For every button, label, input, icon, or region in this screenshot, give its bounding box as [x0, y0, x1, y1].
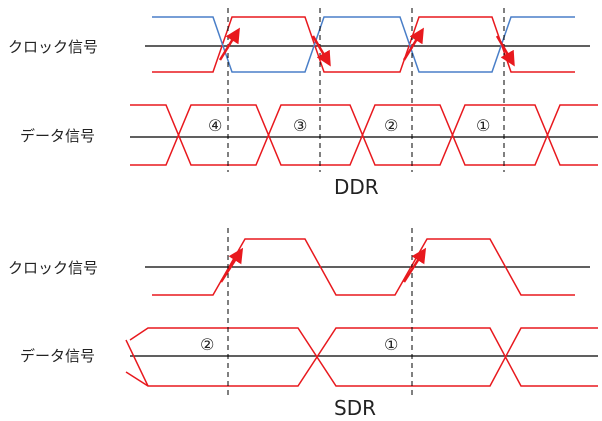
ddr-data-wave-b	[130, 104, 598, 166]
sdr-section: クロック信号 データ信号 ② ① SDR	[8, 228, 598, 420]
ddr-section: クロック信号 データ信号 ④ ③ ② ① DDR	[8, 8, 598, 199]
sdr-data-wave-b	[125, 327, 598, 387]
ddr-data-number-3: ②	[384, 116, 398, 135]
sdr-title: SDR	[334, 396, 376, 420]
sdr-data-number-2: ①	[384, 335, 398, 354]
sdr-data-label: データ信号	[20, 347, 95, 365]
sdr-rising-arrow-2	[402, 247, 427, 283]
ddr-data-number-4: ①	[476, 116, 490, 135]
ddr-clock-label: クロック信号	[8, 38, 98, 56]
ddr-rising-arrow-2	[402, 27, 424, 61]
sdr-data-number-1: ②	[200, 335, 214, 354]
ddr-rising-arrow-1	[218, 27, 240, 61]
ddr-data-number-2: ③	[293, 116, 307, 135]
ddr-falling-arrow-2	[495, 35, 515, 67]
sdr-clock-label: クロック信号	[8, 259, 98, 277]
ddr-data-label: データ信号	[20, 127, 95, 145]
ddr-falling-arrow-1	[311, 35, 331, 67]
ddr-data-wave-a	[130, 104, 598, 166]
sdr-data-wave-a	[129, 327, 598, 387]
sdr-data-left-cross	[125, 339, 149, 387]
sdr-rising-arrow-1	[219, 247, 244, 283]
sdr-clock-wave	[152, 238, 575, 296]
ddr-data-number-1: ④	[208, 116, 222, 135]
ddr-title: DDR	[334, 175, 379, 199]
